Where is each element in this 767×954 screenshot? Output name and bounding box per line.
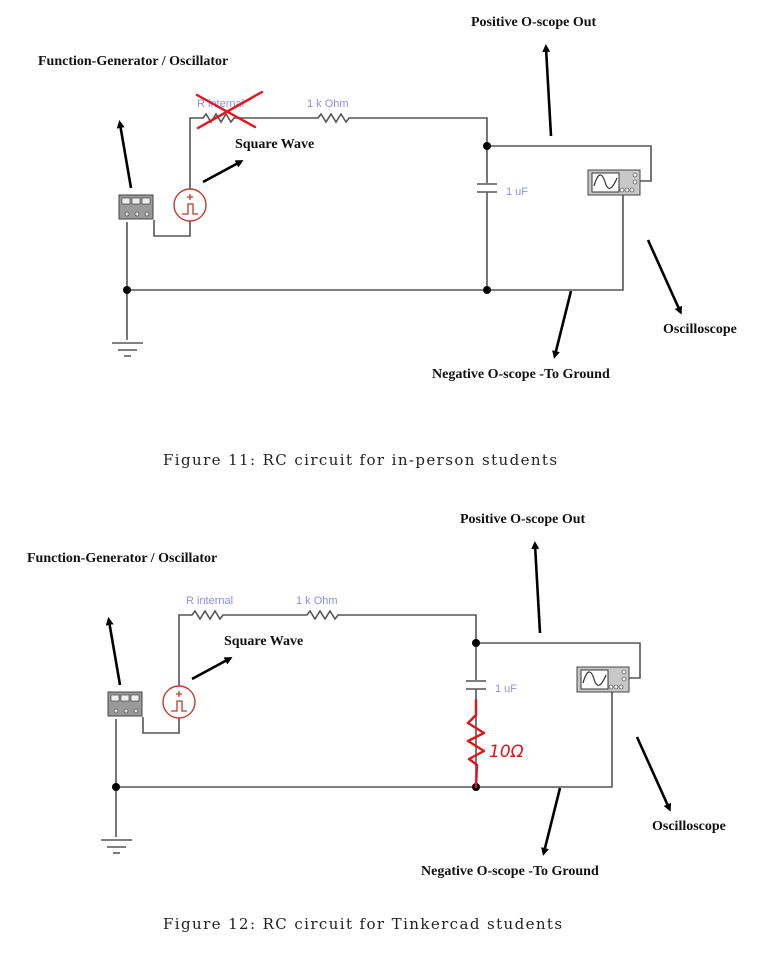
- figure-12: Function-Generator / Oscillator Positive…: [27, 512, 726, 933]
- added-resistor-label: 10Ω: [489, 742, 524, 762]
- arrow-oscilloscope: [635, 736, 672, 812]
- node-dot: [472, 639, 480, 647]
- square-wave-label: Square Wave: [235, 137, 314, 152]
- arrow-function-generator: [116, 120, 133, 189]
- function-generator-label: Function-Generator / Oscillator: [38, 54, 228, 69]
- node-dot: [123, 286, 131, 294]
- arrow-square-wave: [202, 160, 244, 184]
- function-generator-icon: [118, 194, 154, 220]
- capacitor-label: 1 uF: [495, 683, 517, 695]
- ground-bus-wire: [115, 692, 613, 837]
- function-generator-label: Function-Generator / Oscillator: [27, 551, 217, 566]
- positive-out-label: Positive O-scope Out: [471, 15, 597, 30]
- cross-out-mark: [195, 90, 264, 130]
- top-wire: [178, 609, 477, 686]
- function-generator-icon: [107, 691, 143, 717]
- fg-to-source-wire: [142, 717, 180, 734]
- capacitor-plates: [466, 680, 486, 690]
- r-main-label: 1 k Ohm: [296, 595, 338, 607]
- r-main-label: 1 k Ohm: [307, 98, 349, 110]
- oscilloscope-label: Oscilloscope: [663, 322, 737, 337]
- arrow-oscilloscope: [646, 239, 683, 315]
- arrow-negative-out: [541, 787, 562, 856]
- arrow-positive-out: [542, 44, 553, 137]
- scope-positive-wire: [476, 642, 641, 679]
- arrow-negative-out: [552, 290, 573, 359]
- r-internal-label: R internal: [186, 595, 233, 607]
- ground-icon: [112, 342, 143, 357]
- node-dot: [483, 142, 491, 150]
- top-wire: [189, 112, 488, 189]
- capacitor-plates: [477, 183, 497, 193]
- positive-out-label: Positive O-scope Out: [460, 512, 586, 527]
- negative-out-label: Negative O-scope -To Ground: [432, 367, 610, 382]
- oscilloscope-icon: [587, 169, 641, 196]
- arrow-positive-out: [531, 541, 542, 634]
- square-wave-label: Square Wave: [224, 634, 303, 649]
- square-wave-source-icon: [162, 685, 196, 719]
- node-dot: [483, 286, 491, 294]
- negative-out-label: Negative O-scope -To Ground: [421, 864, 599, 879]
- ground-icon: [101, 839, 132, 854]
- ground-bus-wire: [126, 195, 624, 340]
- figure-caption: Figure 12: RC circuit for Tinkercad stud…: [163, 915, 563, 933]
- scope-positive-wire: [487, 145, 652, 182]
- arrow-square-wave: [191, 657, 233, 681]
- oscilloscope-icon: [576, 666, 630, 693]
- added-resistor-icon: [466, 698, 486, 789]
- arrow-function-generator: [105, 617, 122, 686]
- figure-11: Function-Generator / Oscillator Positive…: [38, 15, 737, 469]
- node-dot: [112, 783, 120, 791]
- oscilloscope-label: Oscilloscope: [652, 819, 726, 834]
- square-wave-source-icon: [173, 188, 207, 222]
- figure-caption: Figure 11: RC circuit for in-person stud…: [163, 451, 558, 469]
- fg-to-source-wire: [153, 220, 191, 237]
- capacitor-label: 1 uF: [506, 186, 528, 198]
